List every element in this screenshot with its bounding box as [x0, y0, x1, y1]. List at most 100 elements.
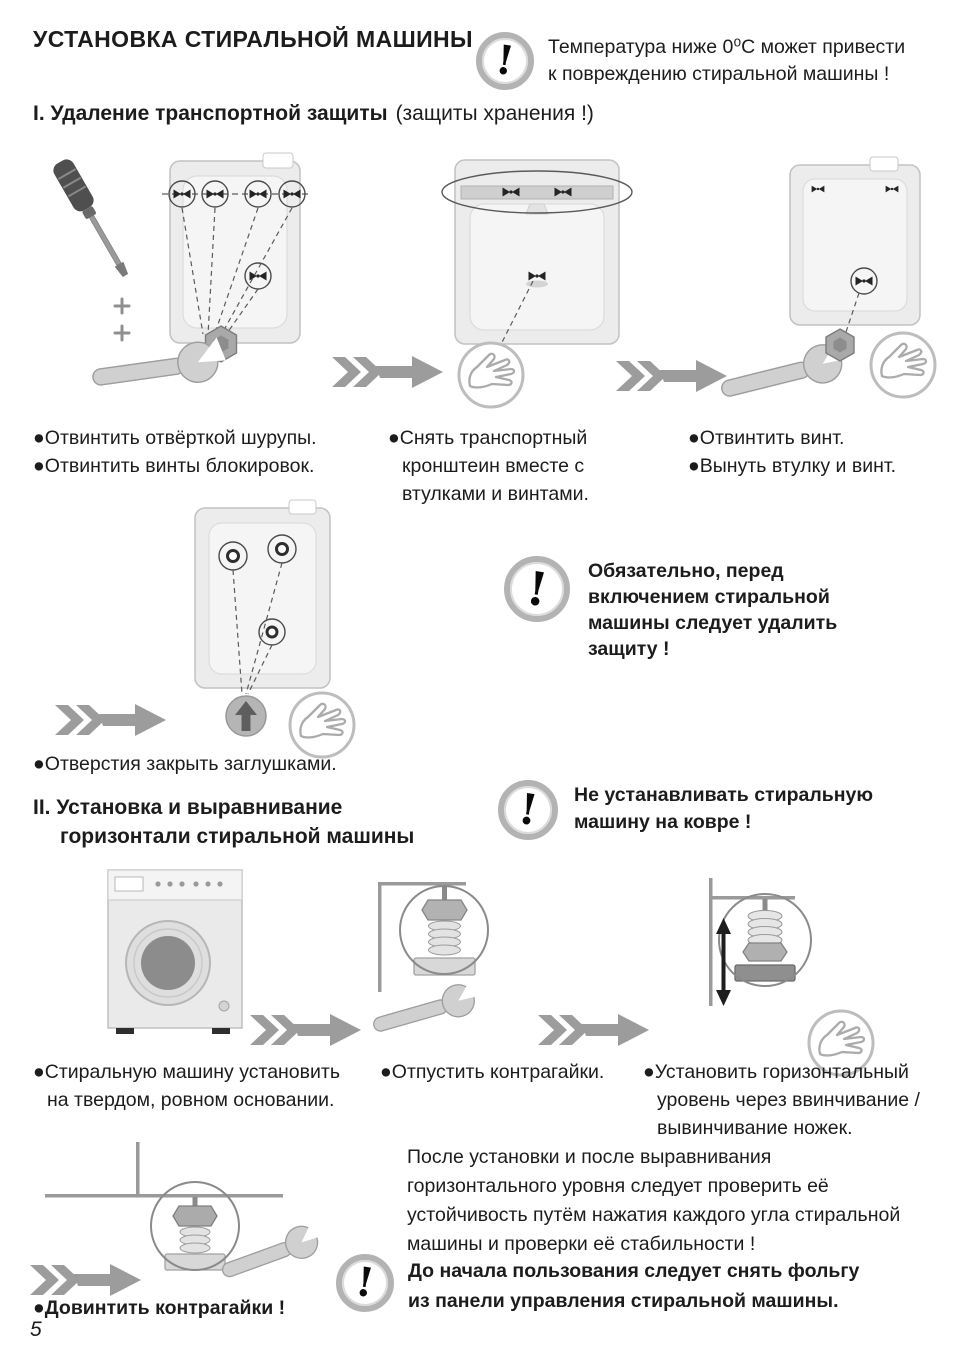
warning-line: машину на ковре !	[574, 811, 752, 833]
adjustable-foot	[164, 1197, 226, 1271]
step-text: втулками и винтами.	[402, 483, 589, 505]
step-text: ●Отверстия закрыть заглушками.	[33, 753, 337, 775]
exclamation-mark: !	[352, 1257, 378, 1308]
exclamation-mark: !	[492, 35, 518, 86]
warning-line: из панели управления стиральной машины.	[408, 1290, 839, 1312]
arrow-icon	[250, 1014, 361, 1046]
up-down-arrow-icon	[716, 918, 731, 1006]
step-text: ●Стиральную машину установить	[33, 1061, 340, 1083]
hand-icon	[288, 691, 356, 759]
step-loosen-locknuts: ●Отпустить контрагайки.	[380, 1058, 604, 1086]
machine-corner	[709, 878, 795, 1006]
step-text: на твердом, ровном основании.	[47, 1089, 335, 1111]
step-level: ●Установить горизонтальный уровень через…	[643, 1058, 920, 1142]
hex-bolt-icon	[825, 328, 855, 362]
step-tighten-locknuts: ●Довинтить контрагайки !	[33, 1294, 285, 1322]
arrow-icon	[538, 1014, 649, 1046]
section2-heading-line: горизонтали стиральной машины	[60, 825, 415, 848]
wrench-icon	[373, 978, 481, 1032]
exclamation-mark: !	[515, 783, 542, 836]
warning-icon: !	[498, 780, 558, 840]
highlight-circle	[399, 885, 489, 975]
unscrew-bolt-illustration	[616, 156, 937, 399]
warning-icon: !	[504, 556, 570, 622]
temperature-warning-text: Температура ниже 0⁰С может привести к по…	[548, 34, 905, 88]
warning-line: Температура ниже 0⁰С может привести	[548, 36, 906, 58]
remove-protection-text: Обязательно, перед включением стиральной…	[588, 558, 837, 662]
plug-icon	[225, 695, 267, 737]
note-line: устойчивость путём нажатия каждого угла …	[407, 1204, 901, 1226]
arrow-icon	[616, 360, 727, 392]
circled-screw	[850, 267, 878, 295]
button	[218, 1000, 230, 1012]
note-line: машины и проверки её стабильности !	[407, 1233, 756, 1255]
center-screw	[526, 271, 548, 288]
washing-machine-back	[789, 156, 921, 326]
warning-line: включением стиральной	[588, 586, 830, 608]
loose-screws-icon	[113, 297, 131, 342]
arrow-icon	[55, 704, 166, 736]
step-text: ●Снять транспортный	[388, 427, 588, 449]
hand-icon	[869, 331, 937, 399]
guide-dashed-lines	[232, 562, 283, 695]
step-remove-bracket: ●Снять транспортный кронштеин вместе с в…	[388, 424, 589, 508]
loosen-locknut-illustration	[373, 882, 489, 1032]
warning-line: Обязательно, перед	[588, 560, 784, 582]
machine-corner	[45, 1142, 283, 1198]
tighten-locknut-illustration	[30, 1142, 323, 1296]
washing-machine-front-illustration	[107, 869, 243, 1034]
warning-line: защиту !	[588, 638, 670, 660]
transport-bracket	[460, 185, 614, 200]
step-text: ●Отвинтить отвёрткой шурупы.	[33, 427, 317, 449]
warning-line: машины следует удалить	[588, 612, 838, 634]
arrow-icon	[332, 356, 443, 388]
machine-corner	[378, 882, 466, 992]
detergent-drawer	[114, 876, 144, 892]
step-text: ●Вынуть втулку и винт.	[688, 455, 897, 477]
step-text: ●Установить горизонтальный	[643, 1061, 909, 1083]
step-text: ●Отвинтить винты блокировок.	[33, 455, 315, 477]
section1-heading: I. Удаление транспортной защиты(защиты х…	[33, 102, 594, 126]
arrow-icon	[30, 1264, 141, 1296]
section1-heading-note: (защиты хранения !)	[395, 102, 594, 125]
wrench-icon	[221, 1219, 323, 1278]
wrench-icon	[92, 337, 226, 386]
step-unscrew-bolt: ●Отвинтить винт. ●Вынуть втулку и винт.	[688, 424, 896, 480]
unscrew-screws-illustration	[53, 152, 308, 386]
stability-note: После установки и после выравнивания гор…	[407, 1143, 900, 1259]
highlight-circle	[150, 1181, 240, 1271]
step-text: вывинчивание ножек.	[657, 1117, 853, 1139]
guide-dashed-lines	[181, 207, 293, 340]
washing-machine-back	[454, 159, 620, 345]
feet	[116, 1028, 230, 1034]
level-feet-illustration	[709, 878, 875, 1077]
washing-machine-back	[194, 499, 331, 689]
door	[125, 920, 211, 1006]
step-text: уровень через ввинчивание /	[657, 1089, 920, 1111]
control-knobs	[155, 881, 223, 887]
no-carpet-text: Не устанавливать стиральную машину на ко…	[574, 782, 873, 836]
warning-line: к повреждению стиральной машины !	[548, 63, 890, 85]
step-place-firm: ●Стиральную машину установить на твердом…	[33, 1058, 340, 1114]
warning-line: До начала пользования следует снять фоль…	[408, 1260, 860, 1282]
hand-icon	[457, 341, 525, 409]
remove-foil-text: До начала пользования следует снять фоль…	[408, 1256, 859, 1316]
step-text: кронштеин вместе с	[402, 455, 585, 477]
remove-protection-warning: ! Обязательно, перед включением стиральн…	[504, 556, 837, 662]
warning-icon: !	[476, 32, 534, 90]
highlight-circle	[718, 893, 812, 987]
step-text: ●Довинтить контрагайки !	[33, 1297, 286, 1319]
page-title: УСТАНОВКА СТИРАЛЬНОЙ МАШИНЫ	[33, 26, 473, 52]
warning-line: Не устанавливать стиральную	[574, 784, 873, 806]
warning-icon: !	[336, 1254, 394, 1312]
step-text: ●Отпустить контрагайки.	[380, 1061, 605, 1083]
section2-heading-line: II. Установка и выравнивание	[33, 796, 343, 819]
no-carpet-warning: ! Не устанавливать стиральную машину на …	[498, 780, 873, 840]
washing-machine-back	[169, 152, 301, 344]
adjustable-foot	[413, 885, 476, 976]
page-number: 5	[30, 1318, 42, 1341]
screwdriver-icon	[53, 159, 129, 277]
hand-icon	[807, 1009, 875, 1077]
exclamation-mark: !	[522, 560, 552, 618]
